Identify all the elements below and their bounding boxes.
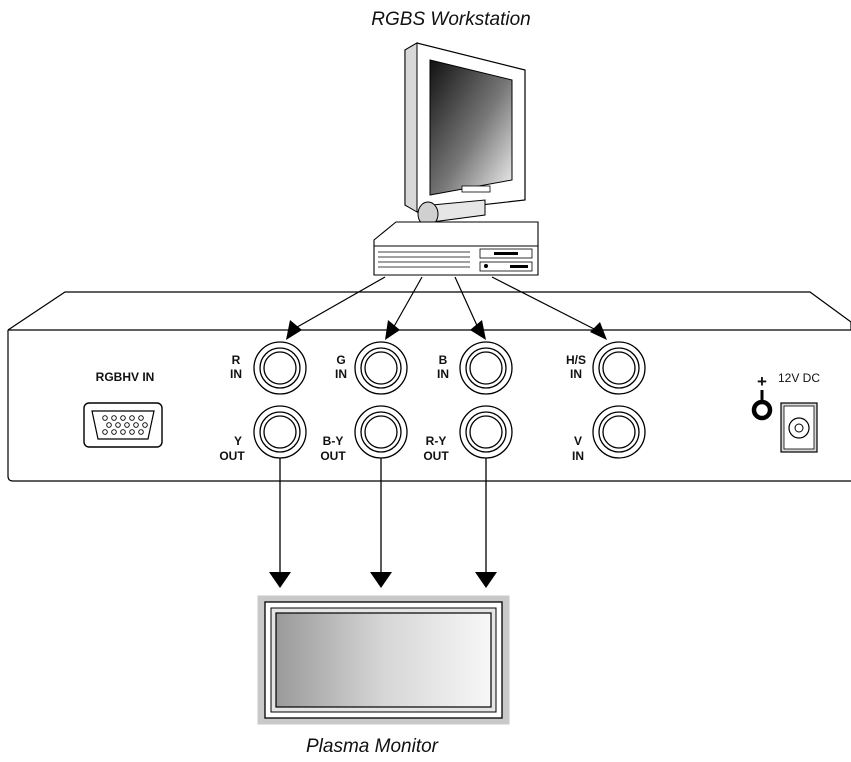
converter-unit xyxy=(7,291,851,482)
power-label: 12V DC xyxy=(778,371,820,385)
connection-line xyxy=(454,276,480,331)
connection-line xyxy=(491,276,603,334)
b-in-label-2: IN xyxy=(437,367,449,381)
arrowhead-r-in xyxy=(286,320,302,340)
v-in-label-1: V xyxy=(574,434,582,448)
dc-power-jack-icon xyxy=(780,402,818,453)
hs-in-label-2: IN xyxy=(570,367,582,381)
rca-connector-r-in-icon xyxy=(253,341,307,395)
g-in-label-2: IN xyxy=(335,367,347,381)
rca-connector-y-out-icon xyxy=(253,405,307,459)
r-in-label-1: R xyxy=(232,353,241,367)
arrowhead-b-in xyxy=(470,320,486,340)
arrowhead-ry-out xyxy=(475,572,497,588)
input-connections xyxy=(291,276,603,334)
workstation-monitor-icon xyxy=(404,42,526,241)
y-out-label-1: Y xyxy=(234,434,242,448)
rca-connector-v-in-icon xyxy=(592,405,646,459)
plasma-monitor-icon xyxy=(257,595,510,725)
ry-out-label-2: OUT xyxy=(423,449,449,463)
by-out-label-1: B-Y xyxy=(323,434,344,448)
output-arrowheads xyxy=(269,572,497,588)
by-out-label-2: OUT xyxy=(320,449,346,463)
rca-connector-g-in-icon xyxy=(354,341,408,395)
connection-line xyxy=(391,276,423,331)
workstation-caption: RGBS Workstation xyxy=(371,9,530,30)
arrowhead-hs-in xyxy=(590,322,607,340)
v-in-label-2: IN xyxy=(572,449,584,463)
rca-connectors xyxy=(253,341,646,459)
y-out-label-2: OUT xyxy=(219,449,245,463)
output-connections xyxy=(279,458,487,574)
rca-connector-hs-in-icon xyxy=(592,341,646,395)
b-in-label-1: B xyxy=(439,353,448,367)
port-labels: R IN G IN B IN H/S IN Y OUT B-Y OUT R-Y … xyxy=(219,353,586,463)
connection-line xyxy=(291,276,386,331)
arrowhead-y-out xyxy=(269,572,291,588)
rca-connector-by-out-icon xyxy=(354,405,408,459)
power-polarity-label: + xyxy=(757,372,767,391)
arrowhead-g-in xyxy=(385,320,400,340)
input-arrowheads xyxy=(286,320,607,340)
rgbhv-label: RGBHV IN xyxy=(96,370,155,384)
vga-connector-icon xyxy=(83,402,163,448)
arrowhead-by-out xyxy=(370,572,392,588)
plasma-monitor-caption: Plasma Monitor xyxy=(306,736,439,757)
ry-out-label-1: R-Y xyxy=(426,434,447,448)
power-polarity-icon xyxy=(751,390,773,421)
rca-connector-b-in-icon xyxy=(459,341,513,395)
rca-connector-ry-out-icon xyxy=(459,405,513,459)
g-in-label-1: G xyxy=(336,353,345,367)
workstation-case-icon xyxy=(373,221,539,276)
r-in-label-2: IN xyxy=(230,367,242,381)
hs-in-label-1: H/S xyxy=(566,353,586,367)
